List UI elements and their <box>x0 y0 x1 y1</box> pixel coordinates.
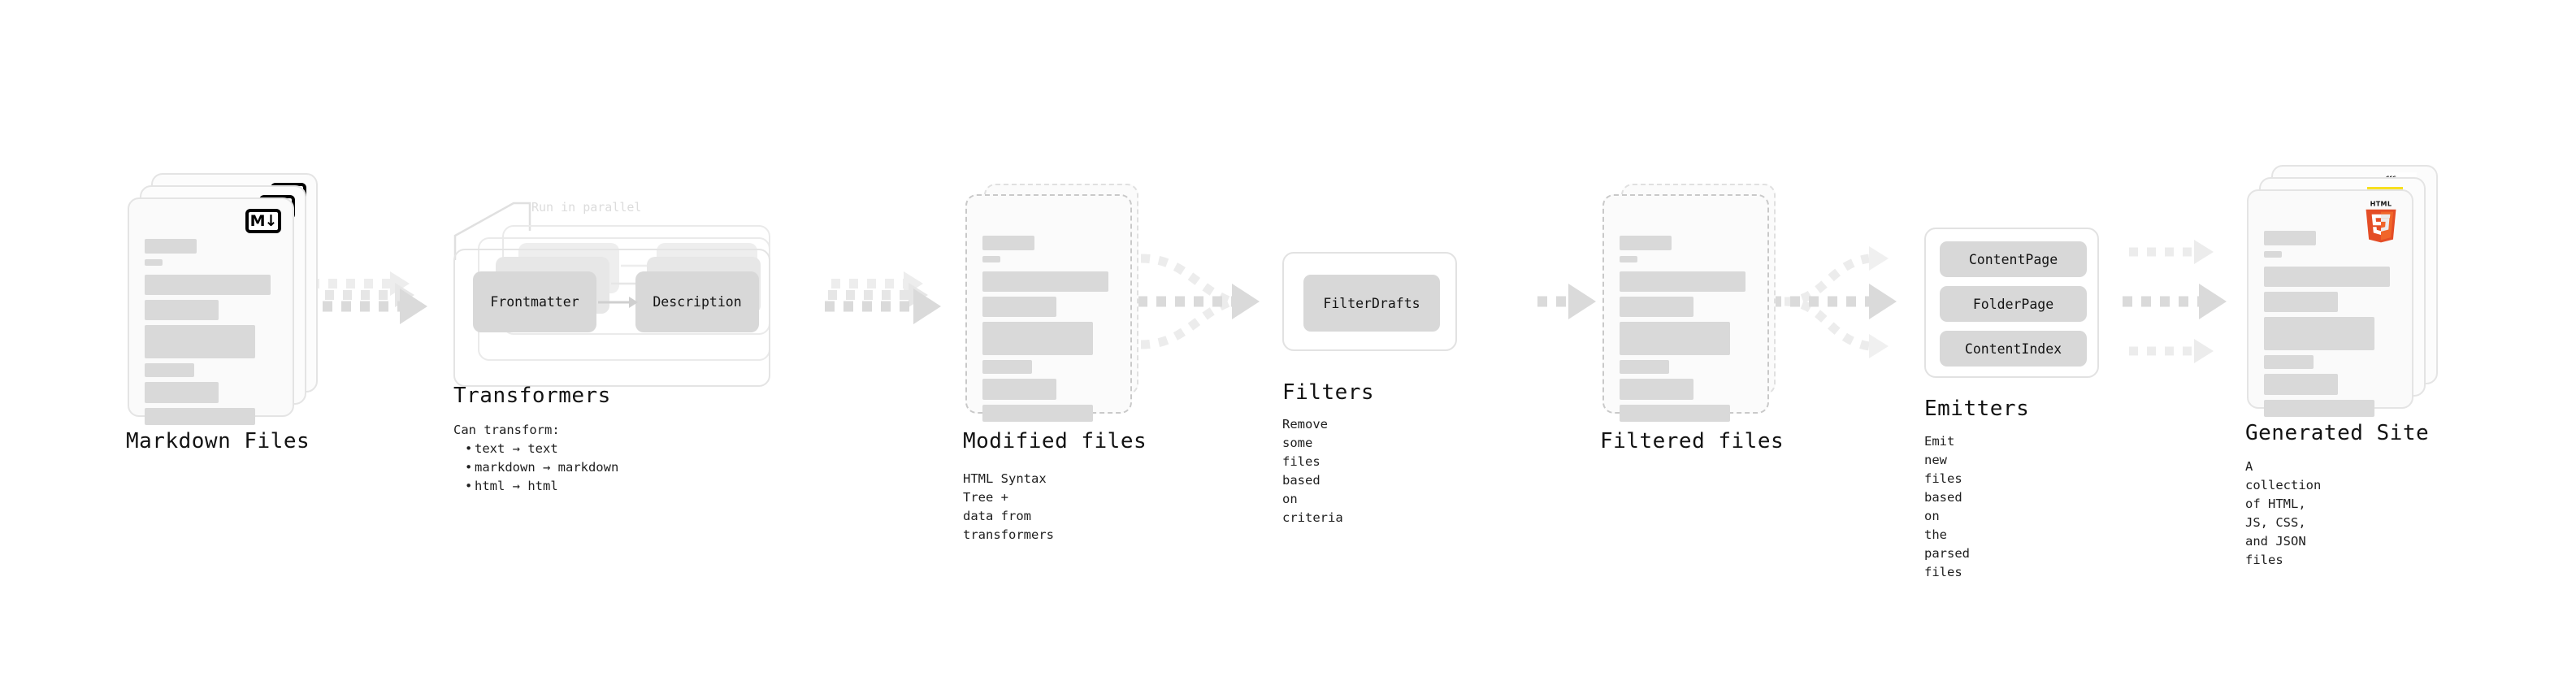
skeleton-line <box>145 239 197 254</box>
transformers-detail-item: html → html <box>465 477 730 496</box>
skeleton-line <box>1620 379 1693 400</box>
modified-files-detail: HTML Syntax Tree + data from transformer… <box>963 471 1054 542</box>
modified-file-card-front <box>965 194 1132 422</box>
skeleton-line <box>1620 297 1693 317</box>
transformers-detail-heading: Can transform: <box>453 423 560 437</box>
transformer-chip-frontmatter-label: Frontmatter <box>490 294 579 310</box>
caption-filters: Filters <box>1282 380 1375 405</box>
transformer-chip-frontmatter[interactable]: Frontmatter <box>473 271 596 332</box>
skeleton-line <box>1620 256 1637 262</box>
skeleton-line <box>982 379 1056 400</box>
arrow-filtered-to-emitters <box>1772 246 1897 358</box>
skeleton-line <box>982 256 1000 262</box>
skeleton-line <box>1620 271 1746 292</box>
transformers-detail-item: text → text <box>465 440 730 458</box>
filter-chip-filterdrafts[interactable]: FilterDrafts <box>1303 275 1440 332</box>
filter-chip-filterdrafts-label: FilterDrafts <box>1323 295 1420 311</box>
skeleton-line <box>982 271 1108 292</box>
arrow-modified-to-filters <box>1138 254 1260 349</box>
skeleton-line <box>982 322 1093 355</box>
skeleton-line <box>145 363 194 377</box>
emitter-chip-contentindex[interactable]: ContentIndex <box>1940 331 2087 367</box>
caption-emitters: Emitters <box>1924 397 2030 421</box>
skeleton-line <box>2264 292 2338 312</box>
skeleton-line <box>145 382 219 403</box>
emitter-chip-folderpage[interactable]: FolderPage <box>1940 286 2087 322</box>
markdown-file-card-front: M↓ <box>128 197 294 425</box>
skeleton-line <box>1620 360 1669 374</box>
transformer-layer-front: Frontmatter Description <box>453 249 770 387</box>
emitter-chip-contentindex-label: ContentIndex <box>1964 340 2062 357</box>
filters-detail: Remove some files based on criteria <box>1282 417 1343 525</box>
transformer-chip-description-label: Description <box>653 294 742 310</box>
emitter-chip-folderpage-label: FolderPage <box>1972 296 2054 312</box>
caption-markdown-files: Markdown Files <box>126 429 310 453</box>
emitters-detail: Emit new files based on the parsed files <box>1924 434 1970 579</box>
skeleton-line <box>1620 322 1730 355</box>
skeleton-line <box>1620 236 1672 250</box>
svg-text:HTML: HTML <box>2370 201 2392 208</box>
transformers-detail-item: markdown → markdown <box>465 458 730 477</box>
parallel-bracket <box>453 202 531 260</box>
arrow-filters-to-filtered <box>1537 284 1596 319</box>
caption-modified-files: Modified files <box>963 429 1147 453</box>
caption-generated-site: Generated Site <box>2245 421 2430 445</box>
skeleton-line <box>2264 400 2374 417</box>
skeleton-line <box>2264 317 2374 350</box>
skeleton-line <box>982 405 1093 422</box>
html5-icon: HTML <box>2366 201 2396 243</box>
arrow-emitters-to-site <box>2123 240 2227 363</box>
generated-site-detail: A collection of HTML, JS, CSS, and JSON … <box>2245 459 2322 567</box>
skeleton-line <box>982 236 1034 250</box>
skeleton-line <box>2264 267 2390 287</box>
arrow-transformers-to-modified <box>825 271 941 324</box>
skeleton-line <box>145 259 163 266</box>
emitters-box: ContentPage FolderPage ContentIndex <box>1924 228 2099 378</box>
emitter-chip-contentpage-label: ContentPage <box>1968 251 2058 267</box>
skeleton-line <box>145 275 271 295</box>
transformer-chip-description[interactable]: Description <box>635 271 759 332</box>
filters-box: FilterDrafts <box>1282 252 1457 351</box>
caption-transformers: Transformers <box>453 384 611 408</box>
arrow-markdown-to-transformers <box>304 271 427 324</box>
skeleton-line <box>2264 231 2316 245</box>
filtered-file-card-front <box>1602 194 1769 422</box>
skeleton-line <box>1620 405 1730 422</box>
skeleton-line <box>2264 355 2314 369</box>
skeleton-line <box>145 325 255 358</box>
markdown-icon: M↓ <box>245 209 281 233</box>
site-file-card-front: HTML <box>2247 189 2413 417</box>
skeleton-line <box>2264 251 2282 258</box>
emitter-chip-contentpage[interactable]: ContentPage <box>1940 241 2087 277</box>
caption-filtered-files: Filtered files <box>1600 429 1785 453</box>
transformers-detail-list: text → text markdown → markdown html → h… <box>453 440 730 496</box>
skeleton-line <box>2264 374 2338 395</box>
transformer-inner-arrow <box>598 297 638 308</box>
skeleton-line <box>982 297 1056 317</box>
transformers-detail: Can transform: text → text markdown → ma… <box>453 421 730 496</box>
skeleton-line <box>145 408 255 425</box>
skeleton-line <box>982 360 1032 374</box>
skeleton-line <box>145 300 219 320</box>
parallel-note: Run in parallel <box>531 200 642 215</box>
